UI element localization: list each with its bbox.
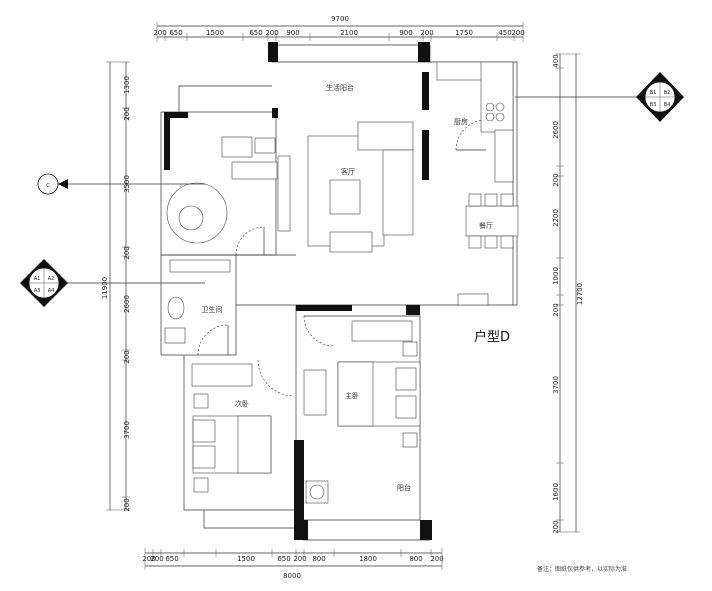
left-dim-7: 3700 (123, 421, 131, 439)
left-dim-4: 200 (123, 246, 131, 259)
right-dim-2: 2600 (552, 121, 560, 139)
bottom-dimension-chain: 200 200 650 1500 650 200 800 1800 800 20… (142, 548, 444, 580)
bottom-dim-5: 650 (277, 555, 290, 563)
door-swings (197, 119, 487, 397)
top-dim-12: 200 (511, 29, 524, 37)
left-dim-8: 200 (123, 498, 131, 511)
top-dim-8: 900 (399, 29, 412, 37)
bottom-dim-2: 200 (150, 555, 163, 563)
right-marker-1: B1 (650, 90, 657, 96)
top-dim-10: 1750 (455, 29, 473, 37)
right-marker-2: B2 (664, 90, 671, 96)
footnote: 备注：图纸仅供参考，以实际为准 (537, 565, 627, 573)
left-dim-5: 2600 (123, 295, 131, 313)
right-dim-7: 3700 (552, 376, 560, 394)
right-dimension-chain: 12700 400 2600 200 2200 1000 200 3700 16… (552, 53, 584, 534)
right-dim-9: 200 (552, 520, 560, 533)
left-dim-6: 200 (123, 350, 131, 363)
right-marker-3: B3 (650, 102, 657, 108)
right-marker-4: B4 (664, 102, 671, 108)
top-dim-1: 200 (153, 29, 166, 37)
room-label-toilet: 卫生间 (202, 305, 223, 314)
left-dim-2: 200 (123, 107, 131, 120)
right-dim-1: 400 (552, 54, 560, 67)
right-dim-3: 200 (552, 173, 560, 186)
left-dim-1: 1300 (123, 76, 131, 94)
unit-type-label: 户型D (474, 329, 510, 345)
left-marker-3: A3 (34, 288, 41, 294)
room-label-living-room: 客厅 (341, 167, 355, 176)
walls (160, 42, 518, 541)
bottom-total-dimension: 8000 (283, 572, 301, 580)
left-total-dimension: 11900 (101, 277, 109, 299)
right-dim-6: 200 (552, 303, 560, 316)
bottom-dim-9: 800 (409, 555, 422, 563)
top-dim-4: 650 (249, 29, 262, 37)
bottom-dim-10: 200 (430, 555, 443, 563)
bottom-dim-7: 800 (312, 555, 325, 563)
right-total-dimension: 12700 (576, 283, 584, 305)
right-dim-5: 1000 (552, 267, 560, 285)
room-label-kitchen: 厨房 (454, 117, 468, 126)
top-dimension-chain: 9700 200 650 1500 650 200 900 2100 900 2… (153, 15, 525, 42)
top-dim-9: 200 (420, 29, 433, 37)
room-labels: 生活阳台 厨房 客厅 餐厅 卫生间 次卧 主卧 阳台 户型D 备注：图纸仅供参考… (202, 83, 628, 573)
right-dim-8: 1600 (552, 483, 560, 501)
index-marker-left: A1 A2 A3 A4 (20, 259, 205, 307)
room-label-master-bedroom: 主卧 (345, 391, 359, 400)
right-dim-4: 2200 (552, 209, 560, 227)
room-label-second-bedroom: 次卧 (235, 399, 249, 408)
bottom-dim-1: 200 (142, 555, 155, 563)
top-dim-3: 1500 (206, 29, 224, 37)
bottom-dim-8: 1800 (359, 555, 377, 563)
left-marker-1: A1 (34, 276, 41, 282)
left-marker-4: A4 (48, 288, 55, 294)
top-dim-2: 650 (169, 29, 182, 37)
room-label-balcony: 阳台 (397, 483, 411, 492)
left-dimension-chain: 11900 1300 200 3500 200 2600 200 3700 20… (101, 61, 131, 512)
index-marker-right: B1 B2 B3 B4 (515, 72, 684, 122)
bottom-dim-6: 200 (293, 555, 306, 563)
top-dim-6: 900 (286, 29, 299, 37)
top-dim-11: 450 (498, 29, 511, 37)
left-marker-2: A2 (48, 276, 55, 282)
room-label-living-balcony: 生活阳台 (326, 83, 354, 92)
side-marker-label: C (46, 183, 50, 189)
furniture (164, 61, 519, 504)
top-total-dimension: 9700 (331, 15, 349, 23)
room-label-dining: 餐厅 (479, 221, 493, 230)
bottom-dim-4: 1500 (237, 555, 255, 563)
bottom-dim-3: 650 (165, 555, 178, 563)
top-dim-7: 2100 (340, 29, 358, 37)
top-dim-5: 200 (265, 29, 278, 37)
index-marker-side: C (37, 173, 205, 195)
